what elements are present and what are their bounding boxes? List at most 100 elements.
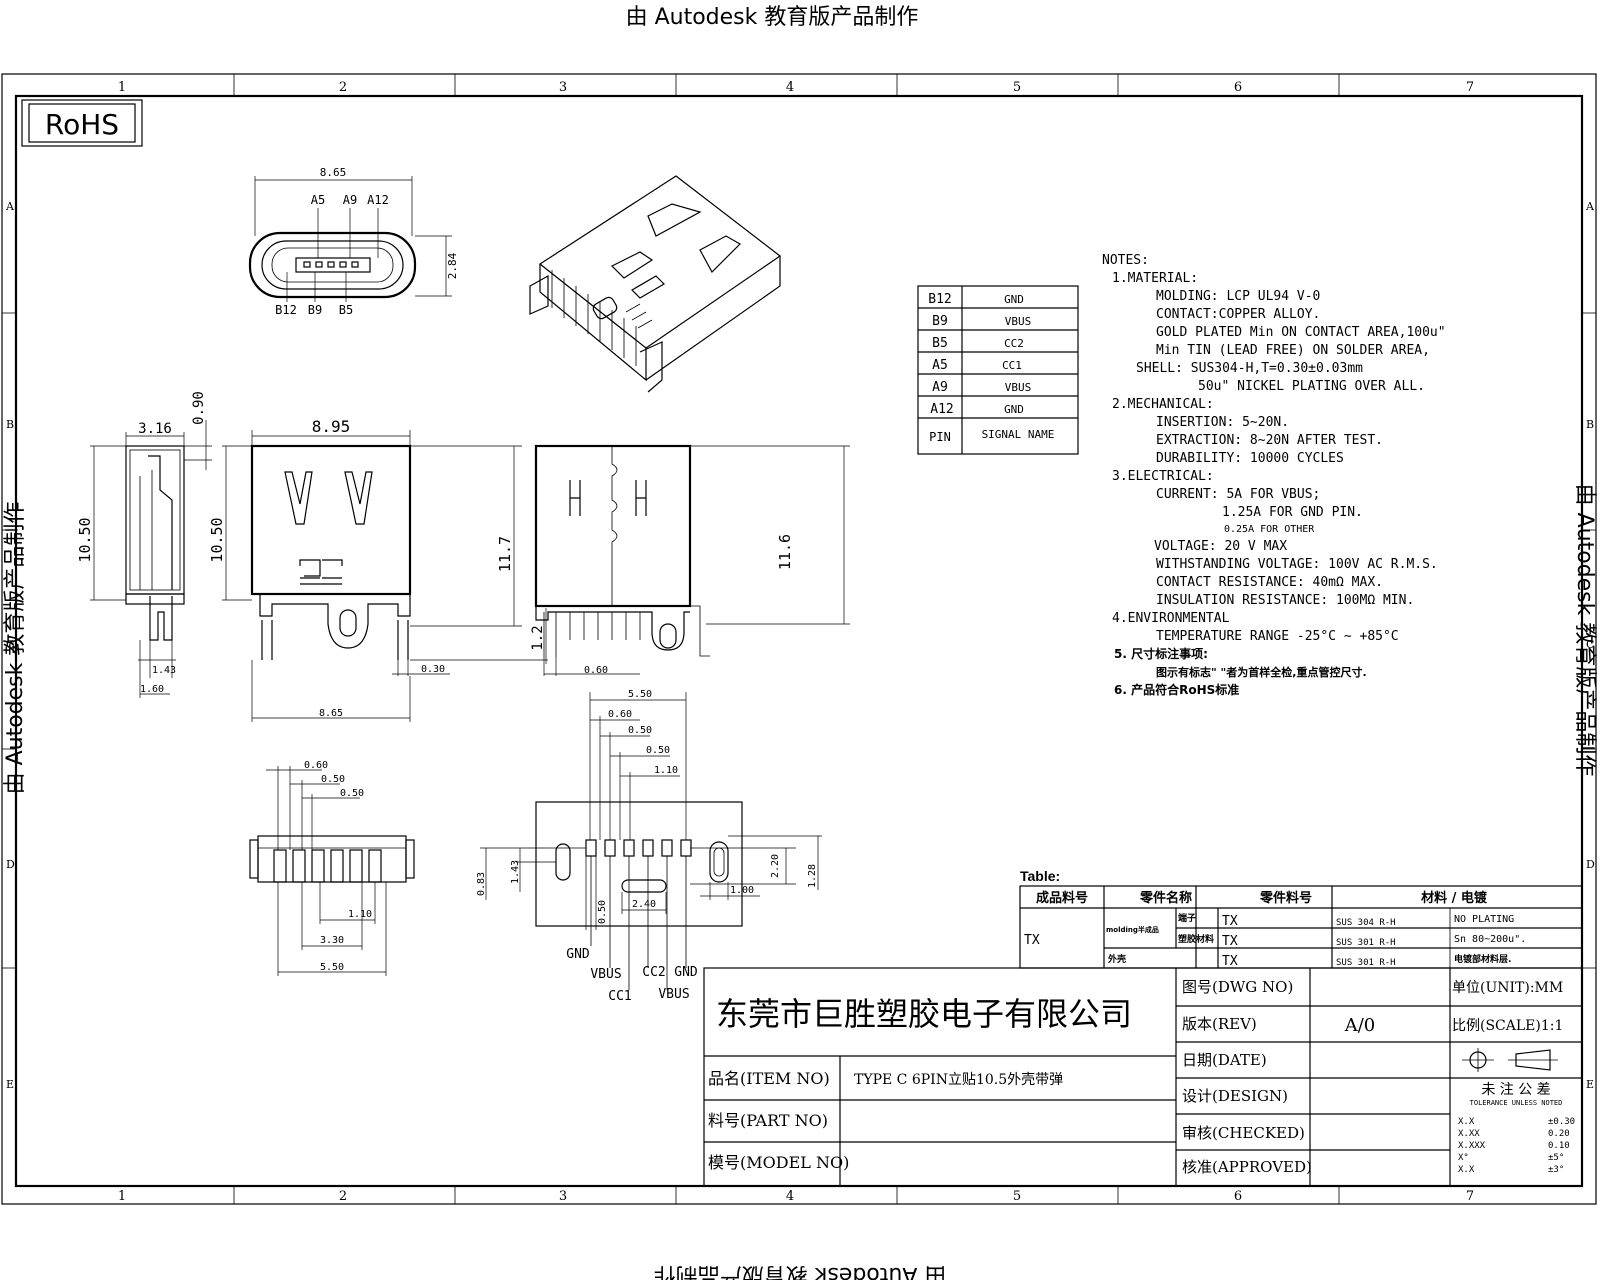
bom-product: TX [1024, 933, 1040, 948]
bom-header-part-code: 零件料号 [1259, 890, 1312, 906]
pin-b9: B9 [308, 303, 322, 317]
pin-table-pin-3: A5 [932, 358, 948, 373]
item-label: 品名(ITEM NO) [708, 1069, 830, 1088]
svg-text:C: C [1586, 638, 1594, 651]
item-value: TYPE C 6PIN立贴10.5外壳带弹 [854, 1071, 1063, 1088]
dim-fp-110: 1.10 [654, 765, 678, 776]
dim-top-865: 8.65 [319, 708, 343, 719]
pin-table-pin-1: B9 [932, 314, 948, 329]
isometric-view [529, 175, 782, 393]
rear-view: 11.6 0.60 [534, 444, 850, 676]
dim-fp-050a: 0.50 [628, 725, 652, 736]
pin-table-signal-1: VBUS [1005, 315, 1032, 328]
dim-fp-050c: 0.50 [597, 900, 608, 924]
zone-col-3: 3 [559, 80, 567, 95]
dim-bs-110: 1.10 [348, 909, 372, 920]
svg-text:A: A [1585, 200, 1595, 213]
dim-fp-128: 1.28 [807, 864, 818, 888]
zone-row-e: E [6, 1078, 14, 1091]
pin-table-signal-5: GND [1004, 403, 1024, 416]
svg-text:0.25A FOR OTHER: 0.25A FOR OTHER [1224, 524, 1315, 535]
svg-text:3: 3 [559, 1189, 567, 1204]
zone-col-7: 7 [1466, 80, 1474, 95]
svg-text:±3°: ±3° [1548, 1165, 1564, 1175]
part-label: 料号(PART NO) [708, 1111, 828, 1130]
approved-label: 核准(APPROVED) [1182, 1158, 1312, 1176]
pin-a12: A12 [367, 193, 389, 207]
dim-fp-100: 1.00 [730, 885, 754, 896]
bom-group: molding半成品 [1106, 925, 1159, 934]
dim-fp-240: 2.40 [632, 899, 656, 910]
fp-label-gnd-1: GND [566, 947, 590, 962]
dim-top-117: 11.7 [496, 536, 514, 572]
bom-plating-2: 电镀部材料层. [1454, 953, 1511, 965]
notes: NOTES: 1.MATERIAL: MOLDING: LCP UL94 V-0… [1102, 253, 1446, 697]
dim-bs-060: 0.60 [304, 760, 328, 771]
unit-label: 单位(UNIT):MM [1452, 980, 1563, 996]
side-view: 3.16 0.90 10.50 1.43 1.60 [76, 391, 212, 698]
svg-text:4: 4 [786, 1189, 794, 1204]
svg-text:2: 2 [339, 1189, 347, 1204]
bom-header-part-name: 零件名称 [1139, 890, 1192, 906]
pin-table-pin-4: A9 [932, 380, 948, 395]
company-name: 东莞市巨胜塑胶电子有限公司 [716, 995, 1132, 1033]
pin-table-signal-2: CC2 [1004, 337, 1024, 350]
svg-text:VOLTAGE: 20 V MAX: VOLTAGE: 20 V MAX [1154, 539, 1287, 554]
dim-side-090: 0.90 [191, 391, 207, 425]
zone-col-6: 6 [1234, 80, 1242, 95]
svg-text:50u" NICKEL PLATING OVER ALL.: 50u" NICKEL PLATING OVER ALL. [1198, 379, 1425, 394]
svg-text:0.10: 0.10 [1548, 1141, 1570, 1151]
svg-text:GOLD PLATED Min ON CONTACT ARE: GOLD PLATED Min ON CONTACT AREA,100u" [1156, 325, 1446, 340]
rohs-label: RoHS [45, 108, 119, 141]
svg-text:5. 尺寸标注事项:: 5. 尺寸标注事项: [1114, 646, 1208, 661]
zone-row-c: C [6, 638, 14, 651]
svg-text:1.MATERIAL:: 1.MATERIAL: [1112, 271, 1198, 286]
svg-text:2.MECHANICAL:: 2.MECHANICAL: [1112, 397, 1214, 412]
dim-top-030: 0.30 [421, 664, 445, 675]
bom-part-2: 外壳 [1107, 953, 1126, 965]
svg-text:X°: X° [1458, 1153, 1469, 1163]
svg-text:D: D [1586, 858, 1595, 871]
bom-material-2: SUS 301 R-H [1336, 958, 1396, 968]
pin-table-pin-0: B12 [928, 292, 951, 307]
dim-fp-550: 5.50 [628, 689, 652, 700]
svg-text:X.XXX: X.XXX [1458, 1141, 1486, 1151]
watermark-right: 由 Autodesk 教育版产品制作 [1572, 484, 1597, 777]
svg-text:SHELL: SUS304-H,T=0.30±0.03mm: SHELL: SUS304-H,T=0.30±0.03mm [1136, 361, 1363, 376]
dim-bs-050b: 0.50 [340, 788, 364, 799]
pin-table-signal-4: VBUS [1005, 381, 1032, 394]
zone-row-d: D [6, 858, 15, 871]
dim-top-width: 8.95 [312, 417, 351, 436]
pin-table-signal-3: CC1 [1002, 359, 1022, 372]
watermark-top: 由 Autodesk 教育版产品制作 [626, 5, 919, 30]
svg-text:B: B [1586, 418, 1594, 431]
dim-fp-050b: 0.50 [646, 745, 670, 756]
svg-text:Min TIN (LEAD FREE) ON SOLDER: Min TIN (LEAD FREE) ON SOLDER AREA, [1156, 343, 1430, 358]
svg-text:INSULATION RESISTANCE: 100MΩ M: INSULATION RESISTANCE: 100MΩ MIN. [1156, 593, 1414, 608]
pin-table-signal-0: GND [1004, 293, 1024, 306]
bom-table: Table: 成品料号 零件名称 零件料号 材料 / 电镀 TX molding… [1019, 868, 1583, 969]
date-label: 日期(DATE) [1182, 1051, 1267, 1069]
svg-text:CURRENT: 5A FOR VBUS;: CURRENT: 5A FOR VBUS; [1156, 487, 1320, 502]
dim-bs-050a: 0.50 [321, 774, 345, 785]
fp-label-cc2: CC2 [642, 965, 665, 980]
svg-text:4.ENVIRONMENTAL: 4.ENVIRONMENTAL [1112, 611, 1230, 626]
pcb-footprint: 5.50 0.60 0.50 0.50 1.10 0.83 1.43 2.20 [476, 689, 822, 1004]
tolerance-sub: TOLERANCE UNLESS NOTED [1470, 1099, 1563, 1107]
svg-text:3.ELECTRICAL:: 3.ELECTRICAL: [1112, 469, 1214, 484]
svg-text:CONTACT RESISTANCE: 40mΩ MAX.: CONTACT RESISTANCE: 40mΩ MAX. [1156, 575, 1383, 590]
bom-material-0: SUS 304 R-H [1336, 918, 1396, 928]
pin-table-header-pin: PIN [929, 430, 951, 444]
bom-material-1: SUS 301 R-H [1336, 938, 1396, 948]
dim-fp-060: 0.60 [608, 709, 632, 720]
pin-table: B12 GND B9 VBUS B5 CC2 A5 CC1 A9 VBUS A1… [917, 285, 1079, 455]
zone-col-1: 1 [118, 80, 126, 95]
bom-plating-0: NO PLATING [1454, 914, 1514, 925]
dim-front-height: 2.84 [446, 252, 459, 279]
dim-side-height: 10.50 [76, 517, 94, 562]
dim-fp-143: 1.43 [510, 860, 521, 884]
rev-value: A/0 [1344, 1015, 1376, 1036]
fp-label-gnd-2: GND [674, 965, 698, 980]
svg-text:TEMPERATURE RANGE -25°C ~ +85°: TEMPERATURE RANGE -25°C ~ +85°C [1156, 629, 1399, 644]
